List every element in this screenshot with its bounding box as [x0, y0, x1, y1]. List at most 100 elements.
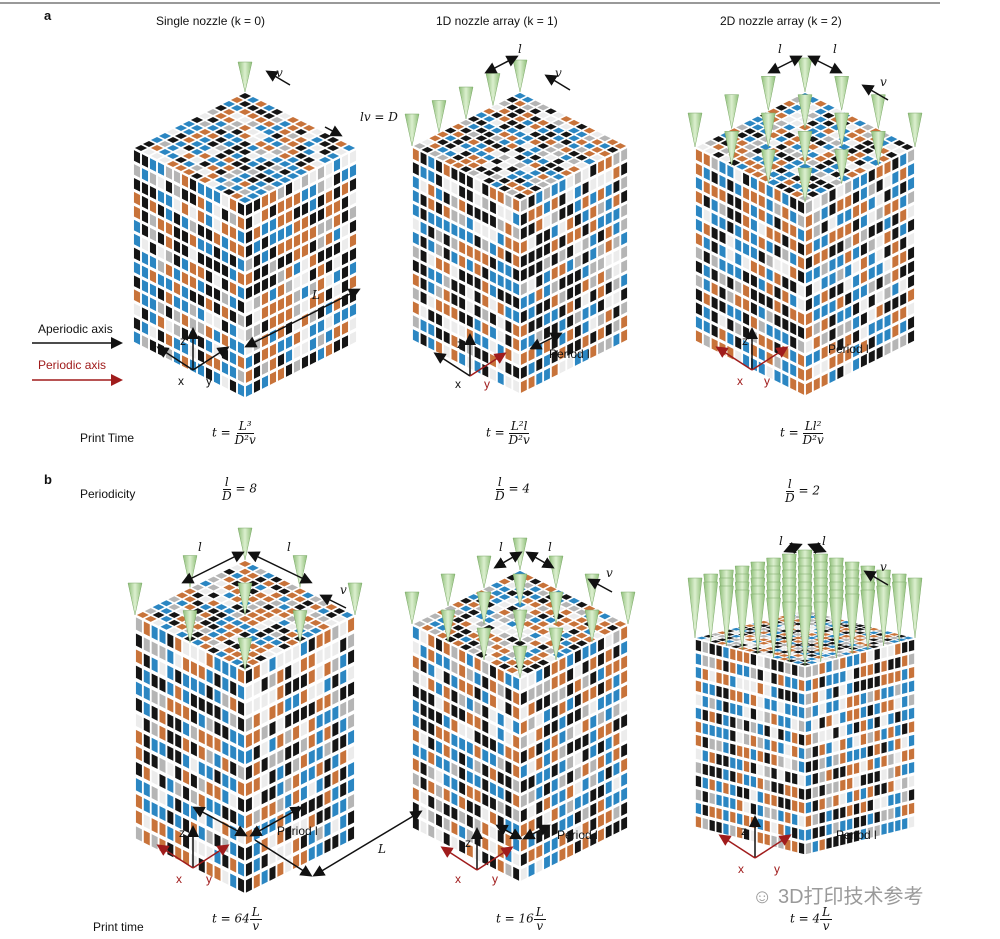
- voxel: [459, 766, 466, 781]
- nozzle-icon: [237, 61, 253, 93]
- voxel: [490, 256, 496, 270]
- voxel: [451, 791, 458, 806]
- voxel: [536, 815, 543, 830]
- voxel: [743, 652, 750, 664]
- voxel: [830, 140, 843, 147]
- voxel: [900, 264, 907, 279]
- voxel: [812, 705, 818, 717]
- voxel: [498, 139, 511, 146]
- voxel: [743, 692, 750, 705]
- voxel: [792, 612, 804, 615]
- voxel: [286, 623, 299, 630]
- voxel: [239, 615, 251, 622]
- voxel: [820, 643, 831, 647]
- voxel: [326, 144, 340, 152]
- voxel: [332, 625, 339, 641]
- voxel: [790, 252, 797, 266]
- nozzle-icon: [871, 94, 886, 129]
- voxel: [222, 124, 236, 132]
- voxel: [278, 112, 292, 120]
- voxel: [812, 677, 818, 690]
- voxel: [246, 152, 260, 160]
- voxel: [198, 152, 212, 160]
- voxel: [269, 672, 276, 688]
- voxel: [245, 716, 252, 732]
- voxel: [497, 301, 504, 316]
- period-arrow-a3-2: [807, 55, 843, 74]
- voxel: [790, 293, 797, 308]
- voxel: [598, 271, 604, 285]
- voxel: [318, 132, 332, 140]
- voxel: [779, 654, 790, 657]
- voxel: [215, 612, 228, 618]
- voxel: [536, 668, 543, 683]
- voxel: [744, 144, 756, 150]
- voxel: [574, 268, 581, 283]
- voxel: [774, 299, 781, 314]
- voxel: [294, 152, 308, 160]
- voxel: [514, 177, 526, 184]
- voxel: [490, 135, 503, 142]
- voxel: [181, 174, 189, 188]
- axes-b3-x-arrow: [718, 834, 756, 859]
- voxel: [860, 692, 867, 705]
- voxel: [590, 302, 597, 317]
- voxel: [779, 650, 790, 654]
- voxel: [735, 308, 742, 322]
- voxel: [845, 222, 852, 236]
- voxel: [270, 172, 284, 180]
- voxel: [727, 220, 734, 235]
- voxel: [135, 665, 142, 681]
- voxel: [157, 287, 165, 302]
- voxel: [334, 140, 348, 148]
- length-label-a1: L: [312, 288, 320, 302]
- voxel: [847, 669, 853, 681]
- voxel: [544, 123, 557, 130]
- voxel: [223, 576, 236, 583]
- voxel: [846, 116, 859, 123]
- voxel: [528, 716, 535, 731]
- voxel: [143, 814, 150, 830]
- voxel: [215, 604, 228, 611]
- voxel: [559, 774, 566, 789]
- voxel: [165, 207, 173, 222]
- axis-y-b1: y: [206, 872, 212, 886]
- voxel: [237, 202, 245, 216]
- voxel: [181, 327, 189, 341]
- voxel: [160, 600, 173, 607]
- voxel: [737, 786, 743, 798]
- voxel: [317, 600, 330, 607]
- voxel: [590, 177, 597, 192]
- voxel: [505, 775, 512, 790]
- voxel: [222, 853, 229, 869]
- voxel: [444, 636, 457, 643]
- voxel: [309, 351, 317, 365]
- voxel: [215, 643, 228, 650]
- voxel: [215, 651, 228, 658]
- voxel: [892, 198, 899, 213]
- voxel: [207, 639, 220, 646]
- voxel: [805, 214, 812, 228]
- voxel: [135, 633, 142, 649]
- voxel: [743, 801, 750, 814]
- nozzle-icon: [237, 637, 253, 671]
- voxel: [716, 699, 722, 712]
- voxel: [582, 195, 589, 209]
- voxel: [833, 713, 839, 726]
- voxel: [621, 655, 628, 670]
- voxel: [238, 845, 245, 861]
- voxel: [574, 722, 581, 737]
- period-label-b2-2: l: [548, 540, 552, 554]
- voxel: [222, 869, 229, 885]
- voxel: [238, 732, 245, 748]
- voxel: [731, 634, 742, 638]
- voxel: [286, 600, 299, 607]
- voxel: [497, 232, 504, 246]
- voxel: [552, 127, 565, 134]
- voxel: [420, 263, 427, 277]
- voxel: [792, 622, 804, 626]
- voxel: [736, 163, 749, 170]
- voxel: [792, 629, 804, 633]
- voxel: [467, 154, 480, 161]
